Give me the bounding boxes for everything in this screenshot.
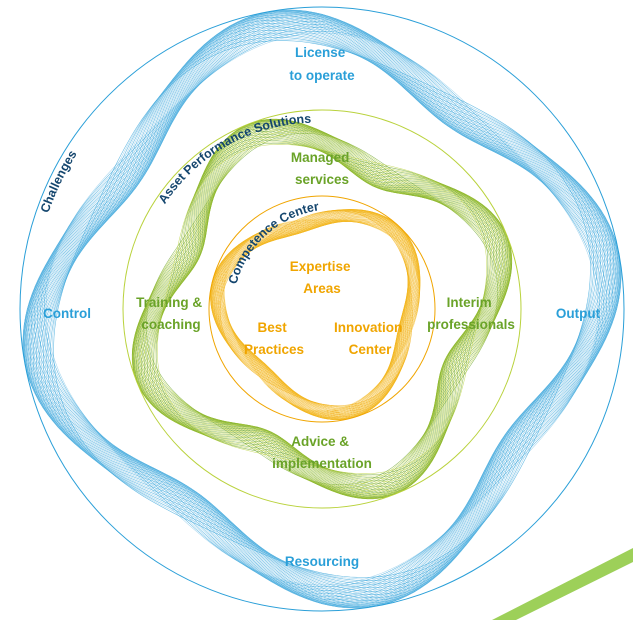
outer-bottom-label: Resourcing [285,554,359,569]
outer-ring-lines [19,6,625,612]
middle-left-label: Training & coaching [136,295,206,332]
inner-right-label: Innovation Center [334,320,406,357]
inner-left-label: Best Practices [244,320,304,357]
middle-bottom-label: Advice & implementation [272,434,372,471]
outer-ring-title: Challenges [38,148,80,215]
outer-top-label: License to operate [289,45,355,83]
inner-top-label: Expertise Areas [290,259,355,296]
middle-ring-lines [122,109,522,509]
corner-accent [492,548,633,620]
middle-top-label: Managed services [291,150,353,187]
outer-right-label: Output [556,306,601,321]
middle-right-label: Interim professionals [427,295,515,332]
inner-ring-lines [208,195,436,423]
outer-left-label: Control [43,306,91,321]
